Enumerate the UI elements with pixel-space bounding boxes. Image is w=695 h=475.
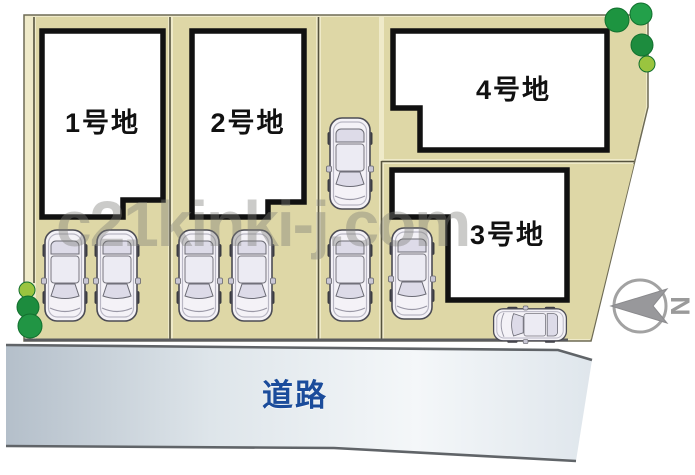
car-top-view-icon: [174, 229, 224, 322]
lot-2-label: 2号地: [210, 108, 286, 138]
road: [5, 343, 593, 463]
bushes: [16, 2, 656, 339]
bush-icon: [604, 2, 656, 73]
lot-3-area: [389, 167, 570, 303]
compass-north-icon: [609, 278, 669, 334]
bush-icon: [16, 281, 43, 339]
car-top-view-icon: [387, 227, 437, 320]
lots: [39, 28, 610, 303]
lot-1-label: 1号地: [64, 108, 141, 138]
car-top-view-icon: [325, 117, 375, 210]
car-top-view-icon: [40, 229, 90, 322]
car-top-view-icon: [92, 229, 142, 322]
lot-3-label: 3号地: [469, 220, 546, 250]
parcel-boundary-lines: [33, 17, 634, 339]
compass-north-label: N: [665, 296, 695, 316]
lot-4-label: 4号地: [475, 75, 552, 105]
lot-2-area: [189, 28, 307, 220]
lot-1-area: [39, 28, 166, 220]
car-top-view-horizontal-icon: [492, 305, 568, 345]
lot-4-area: [390, 28, 610, 153]
car-top-view-icon: [325, 229, 375, 322]
car-top-view-icon: [227, 229, 277, 322]
road-label: 道路: [262, 378, 328, 413]
